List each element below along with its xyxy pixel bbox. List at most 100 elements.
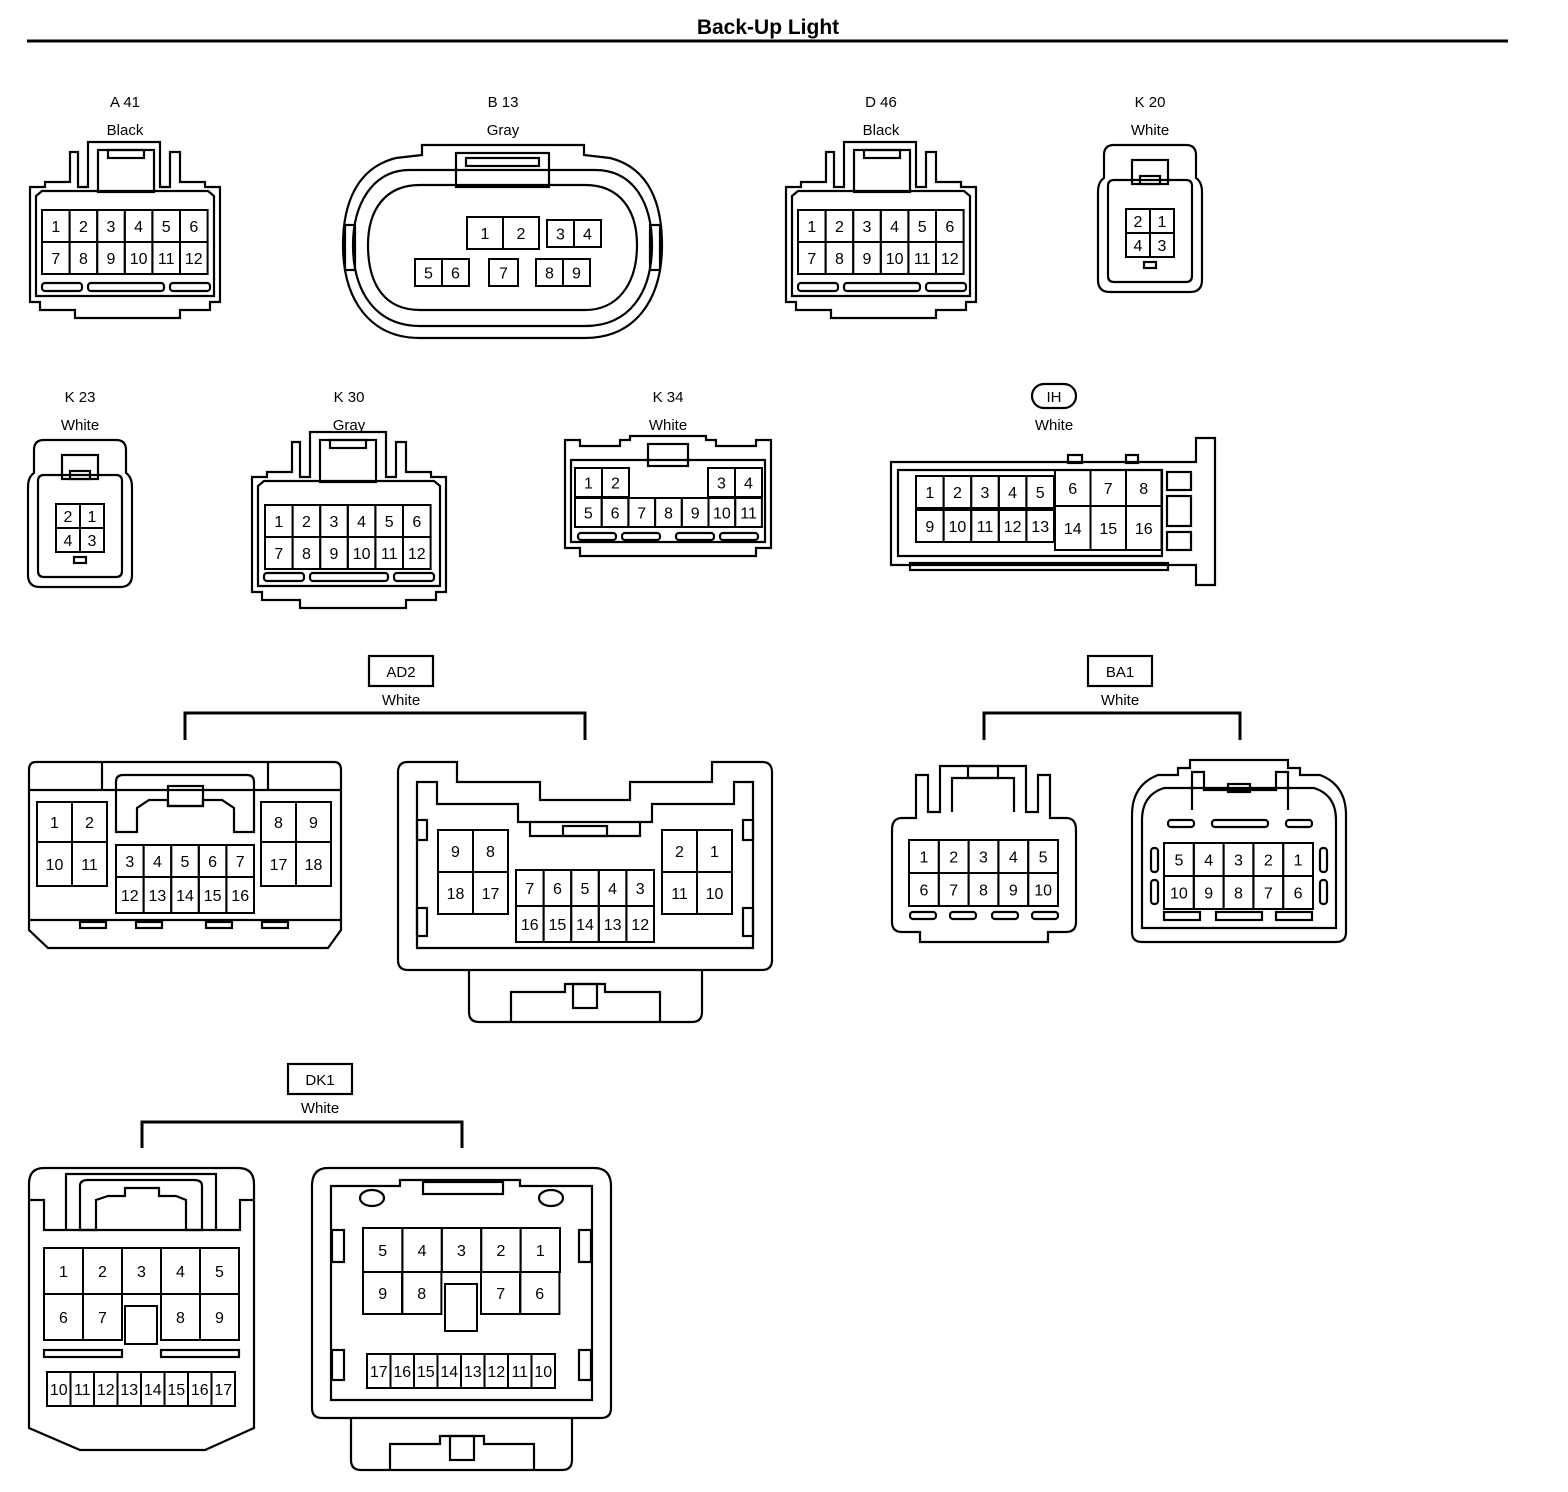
dk1-left-pin-17-label: 17 — [214, 1382, 232, 1399]
k23-pin-3-label: 3 — [88, 533, 97, 550]
ba1-left-pin-2-label: 2 — [949, 850, 958, 867]
ad2-left-pin-2-label: 2 — [85, 815, 94, 832]
dk1-right-pin-6-label: 6 — [535, 1286, 544, 1303]
a41-pin-6-label: 6 — [189, 219, 198, 236]
k34-pin-6-label: 6 — [611, 506, 620, 523]
ba1-left-pin-1-label: 1 — [919, 850, 928, 867]
ad2-right-pin-14-label: 14 — [576, 917, 594, 934]
k30-pin-4-label: 4 — [357, 514, 366, 531]
a41-pin-9-label: 9 — [107, 251, 116, 268]
ba1-left-pin-6-label: 6 — [919, 883, 928, 900]
k30-pin-11-label: 11 — [381, 546, 398, 563]
b13-pin-2-label: 2 — [517, 226, 526, 243]
ba1-left-pin-9-label: 9 — [1009, 883, 1018, 900]
b13-pin-1-label: 1 — [481, 226, 490, 243]
d46-pin-12-cell — [935, 241, 965, 275]
ba1-left-pin-4-label: 4 — [1009, 850, 1018, 867]
a41-pin-2-label: 2 — [79, 219, 88, 236]
connector-a41-code: A 41 — [110, 94, 140, 111]
ad2-right-pin-11-label: 11 — [671, 886, 688, 903]
dk1-right-pin-11-label: 11 — [511, 1364, 528, 1381]
ad2-right-pin-10-cell — [696, 871, 733, 915]
k23-pin-3-cell — [79, 527, 105, 553]
ad2-right-pin-7-label: 7 — [525, 881, 534, 898]
ih-pin-14-label: 14 — [1064, 521, 1082, 538]
dk1-left-pin-3-label: 3 — [137, 1264, 146, 1281]
k30-pin-5-label: 5 — [385, 514, 394, 531]
ad2-right-pin-2-label: 2 — [675, 844, 684, 861]
a41-pin-11-label: 11 — [158, 251, 175, 268]
connector-ba1-color: White — [1101, 692, 1139, 709]
connector-ad2-color: White — [382, 692, 420, 709]
dk1-left-pin-10-label: 10 — [50, 1382, 68, 1399]
k30-pin-12-cell — [402, 536, 432, 570]
ad2-right-pin-9-label: 9 — [451, 844, 460, 861]
dk1-right-pin-6-cell — [519, 1271, 561, 1315]
dk1-right-pin-17-label: 17 — [370, 1364, 388, 1381]
dk1-left-pin-11-label: 11 — [74, 1382, 91, 1399]
connector-ad2-code-box — [367, 654, 435, 688]
ih-pin-13-label: 13 — [1031, 519, 1049, 536]
ad2-right-pin-16-label: 16 — [521, 917, 539, 934]
connector-ba1-code: BA1 — [1106, 664, 1134, 681]
b13-pin-2-cell — [502, 216, 540, 250]
connector-k20-code: K 20 — [1135, 94, 1166, 111]
ad2-left-pin-9-label: 9 — [309, 815, 318, 832]
connector-k34-color: White — [649, 417, 687, 434]
ad2-left-pin-8-label: 8 — [274, 815, 283, 832]
a41-pin-12-cell — [179, 241, 209, 275]
ad2-left-pin-11-cell — [71, 841, 108, 887]
connector-k30-code: K 30 — [334, 389, 365, 406]
a41-pin-7-label: 7 — [51, 251, 60, 268]
ad2-right-pin-17-cell — [472, 871, 509, 915]
dk1-left-pin-5-label: 5 — [215, 1264, 224, 1281]
connector-d46-code: D 46 — [865, 94, 897, 111]
connector-b13-code: B 13 — [488, 94, 519, 111]
k30-pin-8-label: 8 — [302, 546, 311, 563]
k34-pin-1-label: 1 — [584, 476, 593, 493]
k30-pin-10-label: 10 — [353, 546, 371, 563]
k30-pin-6-label: 6 — [412, 514, 421, 531]
ad2-left-pin-11-label: 11 — [81, 857, 98, 874]
ih-pin-15-label: 15 — [1099, 521, 1117, 538]
ba1-right-pin-8-label: 8 — [1234, 886, 1243, 903]
ba1-right-pin-10-label: 10 — [1170, 886, 1188, 903]
k34-pin-10-label: 10 — [713, 506, 731, 523]
d46-pin-2-label: 2 — [835, 219, 844, 236]
ba1-right-pin-7-label: 7 — [1264, 886, 1273, 903]
ad2-left-pin-5-label: 5 — [181, 854, 190, 871]
ba1-right-pin-3-label: 3 — [1234, 853, 1243, 870]
dk1-right-pin-16-label: 16 — [393, 1364, 411, 1381]
b13-pin-4-cell — [573, 219, 602, 248]
dk1-left-pin-17-cell — [210, 1371, 236, 1407]
ih-pin-2-label: 2 — [953, 485, 962, 502]
ad2-left-pin-16-label: 16 — [231, 888, 249, 905]
b13-pin-3-label: 3 — [556, 227, 565, 244]
ba1-left-pin-7-label: 7 — [949, 883, 958, 900]
connector-dk1-code-box — [286, 1062, 354, 1096]
ba1-left-pin-3-label: 3 — [979, 850, 988, 867]
ad2-left-pin-17-label: 17 — [270, 857, 288, 874]
ba1-right-pin-6-cell — [1282, 875, 1314, 910]
connector-dk1-code: DK1 — [305, 1072, 334, 1089]
connector-k23-color: White — [61, 417, 99, 434]
dk1-left-pin-8-label: 8 — [176, 1310, 185, 1327]
k20-pin-2-label: 2 — [1134, 214, 1143, 231]
k34-pin-11-label: 11 — [740, 506, 757, 523]
ad2-right-pin-3-label: 3 — [636, 881, 645, 898]
dk1-left-pin-16-label: 16 — [191, 1382, 209, 1399]
b13-pin-4-label: 4 — [583, 227, 592, 244]
ad2-left-pin-3-label: 3 — [125, 854, 134, 871]
ad2-right-pin-10-label: 10 — [706, 886, 724, 903]
ba1-left-pin-8-label: 8 — [979, 883, 988, 900]
k34-pin-8-label: 8 — [664, 506, 673, 523]
k30-pin-7-label: 7 — [274, 546, 283, 563]
k20-pin-3-label: 3 — [1158, 238, 1167, 255]
k20-pin-4-label: 4 — [1134, 238, 1143, 255]
k23-pin-1-label: 1 — [88, 509, 97, 526]
